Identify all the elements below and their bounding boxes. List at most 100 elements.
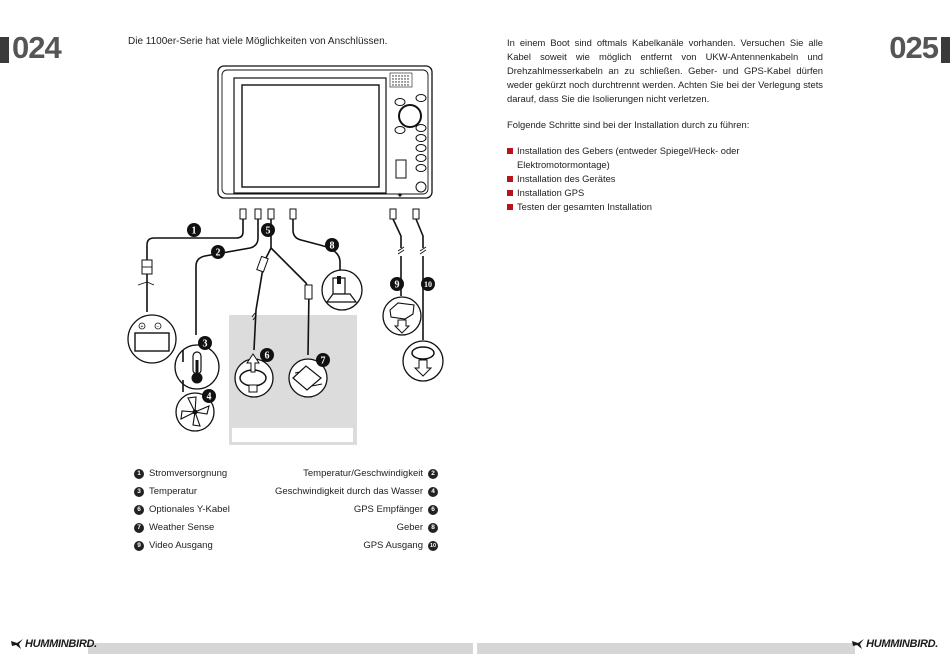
step-label: Installation des Gerätes — [517, 173, 616, 184]
brand-logo-left: HUMMINBIRD. — [10, 637, 97, 651]
wire-transducer — [292, 219, 341, 270]
legend-item: 6 Optionales Y-Kabel — [134, 504, 230, 515]
svg-text:−: − — [157, 324, 160, 330]
hummingbird-icon — [11, 639, 23, 649]
intro-text: Die 1100er-Serie hat viele Möglichkeiten… — [128, 36, 388, 47]
step-label: Installation GPS — [517, 187, 585, 198]
video-device-icon — [382, 296, 422, 336]
hummingbird-icon — [852, 639, 865, 649]
step-label: Testen der gesamten Installation — [517, 201, 652, 212]
legend-badge: 4 — [428, 486, 438, 497]
connection-diagram-svg: .wire { fill: none; stroke: #111; stroke… — [127, 65, 444, 445]
footer-bar-left — [88, 643, 473, 654]
diagram-badge: 9 — [390, 277, 404, 291]
legend-label: Geschwindigkeit durch das Wasser — [274, 486, 423, 497]
legend-item: 1 Stromversorgnung — [134, 468, 227, 479]
diagram-badge: 4 — [202, 389, 216, 403]
list-item: Testen der gesamten Installation — [507, 200, 823, 214]
legend-label: Temperatur/Geschwindigkeit — [303, 468, 423, 479]
legend-label: Video Ausgang — [149, 540, 213, 551]
cable-routing-paragraph: In einem Boot sind oftmals Kabelkanäle v… — [507, 37, 823, 104]
svg-text:2: 2 — [216, 248, 221, 259]
legend-badge: 3 — [134, 486, 144, 497]
svg-text:1: 1 — [192, 226, 197, 237]
bullet-square-icon — [507, 204, 513, 210]
bullet-square-icon — [507, 148, 513, 154]
installation-steps-list: Installation des Gebers (entweder Spiege… — [507, 144, 823, 214]
diagram-number-badges: 1 2 3 4 5 6 7 8 9 10 — [187, 223, 435, 403]
legend-badge: 8 — [428, 522, 438, 533]
legend-badge: 6 — [428, 504, 438, 515]
unit-connectors — [239, 208, 420, 220]
legend-label: Optionales Y-Kabel — [149, 504, 230, 515]
legend-row: 3 Temperatur Geschwindigkeit durch das Wa… — [134, 486, 438, 504]
diagram-badge: 7 — [316, 353, 330, 367]
footer-bar-right — [477, 643, 855, 654]
svg-text:5: 5 — [266, 226, 271, 237]
svg-text:7: 7 — [321, 356, 326, 367]
weather-sense-icon — [288, 358, 328, 398]
wire-power — [146, 219, 244, 260]
wire-temp-speed — [195, 219, 259, 335]
legend-badge: 9 — [134, 540, 144, 551]
list-item: Installation des Gerätes — [507, 172, 823, 186]
right-page-content: In einem Boot sind oftmals Kabelkanäle v… — [507, 36, 823, 214]
diagram-badge: 1 — [187, 223, 201, 237]
legend-row: 1 Stromversorgnung Temperatur/Geschwindig… — [134, 468, 438, 486]
legend-badge: 10 — [428, 540, 438, 551]
legend-item: Geschwindigkeit durch das Wasser 4 — [275, 486, 438, 497]
svg-text:9: 9 — [395, 280, 400, 291]
svg-text:3: 3 — [203, 339, 208, 350]
legend-label: GPS Empfänger — [353, 504, 423, 515]
steps-intro: Folgende Schritte sind bei der Installat… — [507, 119, 750, 130]
diagram-badge: 3 — [198, 336, 212, 350]
gps-area-label-strip — [232, 428, 353, 442]
legend-item: 3 Temperatur — [134, 486, 197, 497]
connection-diagram: .wire { fill: none; stroke: #111; stroke… — [127, 65, 444, 445]
step-label: Installation des Gebers (entweder Spiege… — [517, 145, 740, 170]
battery-icon: + − — [127, 314, 177, 364]
svg-text:+: + — [141, 324, 144, 330]
list-item: Installation GPS — [507, 186, 823, 200]
diagram-badge: 10 — [421, 277, 435, 291]
brand-logo-right: HUMMINBIRD. — [851, 637, 938, 651]
page-tab-right — [941, 37, 950, 63]
brand-name: HUMMINBIRD. — [25, 638, 97, 650]
bullet-square-icon — [507, 176, 513, 182]
legend-row: 6 Optionales Y-Kabel GPS Empfänger 6 — [134, 504, 438, 522]
temperature-sensor-icon — [174, 344, 220, 390]
diagram-badge: 5 — [261, 223, 275, 237]
diagram-badge: 8 — [325, 238, 339, 252]
legend-label: Stromversorgnung — [149, 468, 228, 479]
list-item: Installation des Gebers (entweder Spiege… — [507, 144, 823, 172]
legend-row: 9 Video Ausgang GPS Ausgang 10 — [134, 540, 438, 558]
diagram-badge: 6 — [260, 348, 274, 362]
page-number-right: 025 — [889, 30, 939, 65]
gps-receiver-icon — [234, 353, 274, 398]
legend-badge: 7 — [134, 522, 144, 533]
svg-text:6: 6 — [265, 351, 270, 362]
speaker-grille — [389, 72, 413, 88]
legend-label: GPS Ausgang — [363, 540, 423, 551]
svg-text:✦: ✦ — [397, 191, 404, 200]
diagram-badge: 2 — [211, 245, 225, 259]
bullet-square-icon — [507, 190, 513, 196]
transducer-icon — [321, 269, 363, 311]
legend-badge: 6 — [134, 504, 144, 515]
legend-label: Temperatur — [149, 486, 198, 497]
legend: 1 Stromversorgnung Temperatur/Geschwindig… — [134, 468, 438, 558]
legend-badge: 1 — [134, 468, 144, 479]
legend-item: GPS Ausgang 10 — [363, 540, 438, 551]
legend-label: Weather Sense — [149, 522, 215, 533]
speed-sensor-icon — [175, 392, 215, 432]
svg-text:10: 10 — [424, 280, 432, 289]
legend-item: GPS Empfänger 6 — [354, 504, 438, 515]
gps-output-device-icon — [402, 340, 444, 382]
page-tab-left — [0, 37, 9, 63]
legend-item: 9 Video Ausgang — [134, 540, 213, 551]
wire-video-out — [392, 218, 402, 248]
legend-item: 7 Weather Sense — [134, 522, 214, 533]
fishfinder-unit: ✦ — [217, 65, 433, 200]
